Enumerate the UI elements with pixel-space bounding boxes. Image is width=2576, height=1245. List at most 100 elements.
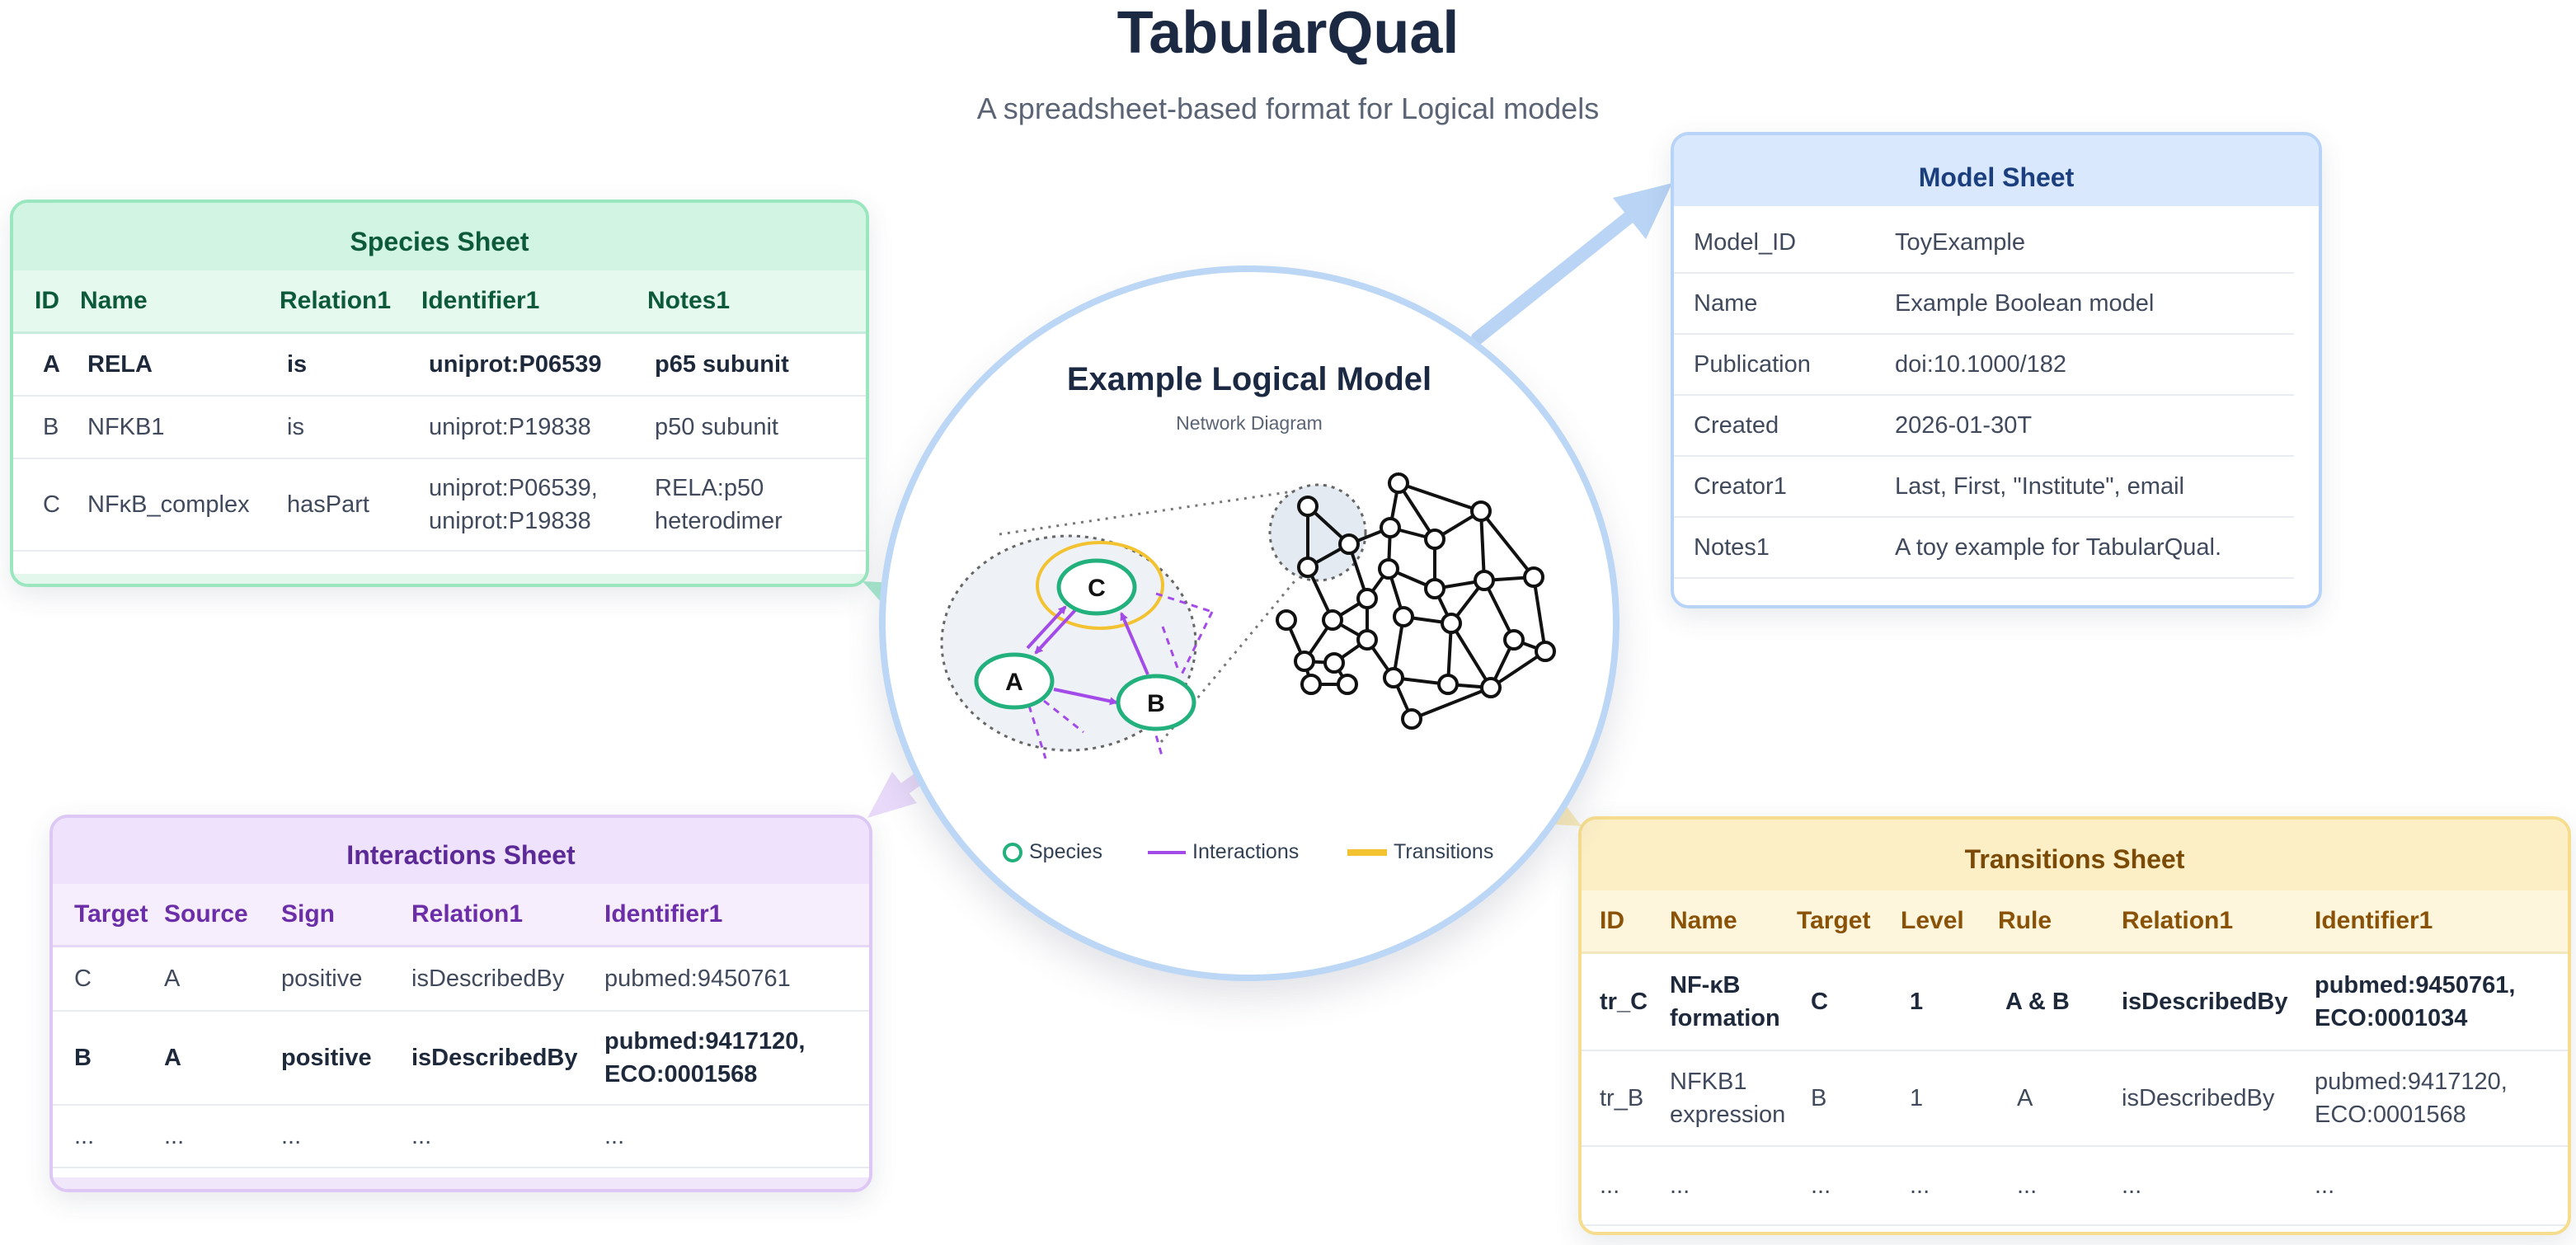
cell: is — [279, 332, 421, 397]
transitions-col-relation1: Relation1 — [2121, 890, 2314, 954]
cell: p50 subunit — [646, 395, 866, 459]
cell: ... — [2121, 1145, 2314, 1226]
cell: Created — [1674, 395, 1875, 457]
example-model-title: Example Logical Model — [1066, 361, 1432, 397]
interactions-col-relation1: Relation1 — [411, 884, 604, 947]
cell: isDescribedBy — [2121, 952, 2314, 1051]
cell: Last, First, "Institute", email — [1875, 456, 2294, 518]
transitions-sheet-title: Transitions Sheet — [1582, 820, 2568, 890]
interactions-col-sign: Sign — [280, 884, 411, 947]
large-network-nodes — [1276, 472, 1556, 730]
transitions-legend-icon — [1347, 849, 1387, 857]
cell: A — [163, 946, 280, 1012]
species-col-relation1: Relation1 — [279, 270, 421, 334]
species-node-label-a: A — [1005, 669, 1023, 696]
cell: hasPart — [279, 458, 421, 552]
legend-transitions: Transitions — [1347, 838, 1493, 866]
cell: 1 — [1900, 1050, 1997, 1147]
cell: isDescribedBy — [2121, 1050, 2314, 1147]
table-row: tr_C NF-κB formation C 1 A & B isDescrib… — [1582, 952, 2568, 1051]
transition-ring — [1036, 541, 1164, 630]
table-row: B A positive isDescribedBy pubmed:941712… — [53, 1010, 869, 1106]
zoom-guide-line — [999, 488, 1305, 536]
cell: NF-κB formation — [1669, 952, 1796, 1051]
interactions-sheet-title: Interactions Sheet — [53, 818, 869, 884]
cell: ... — [1900, 1145, 1997, 1226]
cell: ... — [280, 1104, 411, 1168]
cell: uniprot:P19838 — [421, 395, 646, 459]
species-node-c: C — [1056, 558, 1137, 616]
species-node-label-c: C — [1088, 575, 1106, 602]
species-node-b: B — [1116, 674, 1196, 731]
table-row: ... ... ... ... ... — [53, 1104, 869, 1168]
species-sheet-title: Species Sheet — [13, 203, 866, 270]
cell: B — [1796, 1050, 1900, 1147]
transitions-col-identifier1: Identifier1 — [2314, 890, 2568, 954]
cell: isDescribedBy — [411, 1010, 604, 1106]
cell: ... — [1796, 1145, 1900, 1226]
cell: C — [53, 946, 163, 1012]
cell: B — [13, 395, 79, 459]
cell: Creator1 — [1674, 456, 1875, 518]
transitions-sheet: Transitions Sheet ID Name Target Level R… — [1578, 816, 2571, 1235]
species-table: ID Name Relation1 Identifier1 Notes1 A R… — [13, 270, 866, 552]
cell: doi:10.1000/182 — [1875, 334, 2294, 396]
species-col-id: ID — [13, 270, 79, 334]
cell: ... — [604, 1104, 869, 1168]
cell: ... — [1997, 1145, 2121, 1226]
cell: B — [53, 1010, 163, 1106]
species-col-name: Name — [79, 270, 279, 334]
cell: pubmed:9417120, ECO:0001568 — [2314, 1050, 2568, 1147]
cell: ... — [411, 1104, 604, 1168]
network-highlight-bubble — [1268, 483, 1367, 582]
arrow-head-interactions — [867, 772, 917, 818]
table-row: B NFKB1 is uniprot:P19838 p50 subunit — [13, 395, 866, 459]
species-col-notes1: Notes1 — [646, 270, 866, 334]
model-sheet-title: Model Sheet — [1674, 135, 2319, 206]
cell: ToyExample — [1875, 213, 2294, 274]
cell: Publication — [1674, 334, 1875, 396]
interactions-sheet-footer — [53, 1177, 869, 1189]
cell: uniprot:P06539 — [421, 332, 646, 397]
interactions-table: Target Source Sign Relation1 Identifier1… — [53, 884, 869, 1168]
cell: 1 — [1900, 952, 1997, 1051]
cell: NFKB1 — [79, 395, 279, 459]
interactions-sheet: Interactions Sheet Target Source Sign Re… — [49, 815, 872, 1192]
arrow-head-model — [1613, 183, 1672, 239]
species-legend-icon — [1003, 843, 1022, 863]
cell: isDescribedBy — [411, 946, 604, 1012]
cell: A & B — [1997, 952, 2121, 1051]
page-subtitle: A spreadsheet-based format for Logical m… — [976, 92, 1600, 125]
legend-transitions-label: Transitions — [1394, 840, 1494, 863]
interactions-col-target: Target — [53, 884, 163, 947]
transitions-col-name: Name — [1669, 890, 1796, 954]
cell: positive — [280, 1010, 411, 1106]
cell: tr_B — [1582, 1050, 1669, 1147]
cell: ... — [163, 1104, 280, 1168]
cell: ... — [53, 1104, 163, 1168]
cell: is — [279, 395, 421, 459]
legend-interactions: Interactions — [1148, 838, 1299, 866]
solid-interactions — [1026, 605, 1149, 706]
legend-species: Species — [1003, 838, 1102, 866]
species-node-a: A — [974, 652, 1055, 710]
example-model-subtitle: Network Diagram — [1176, 412, 1323, 434]
cell: Notes1 — [1674, 517, 1875, 579]
cell: ... — [2314, 1145, 2568, 1226]
cell: RELA — [79, 332, 279, 397]
species-col-identifier1: Identifier1 — [421, 270, 646, 334]
cell: RELA:p50 heterodimer — [646, 458, 866, 552]
table-row: C A positive isDescribedBy pubmed:945076… — [53, 946, 869, 1012]
cell: ... — [1582, 1145, 1669, 1226]
transitions-col-id: ID — [1582, 890, 1669, 954]
table-row: A RELA is uniprot:P06539 p65 subunit — [13, 332, 866, 397]
page-title: TabularQual — [1116, 0, 1460, 66]
cell: C — [1796, 952, 1900, 1051]
cell: p65 subunit — [646, 332, 866, 397]
